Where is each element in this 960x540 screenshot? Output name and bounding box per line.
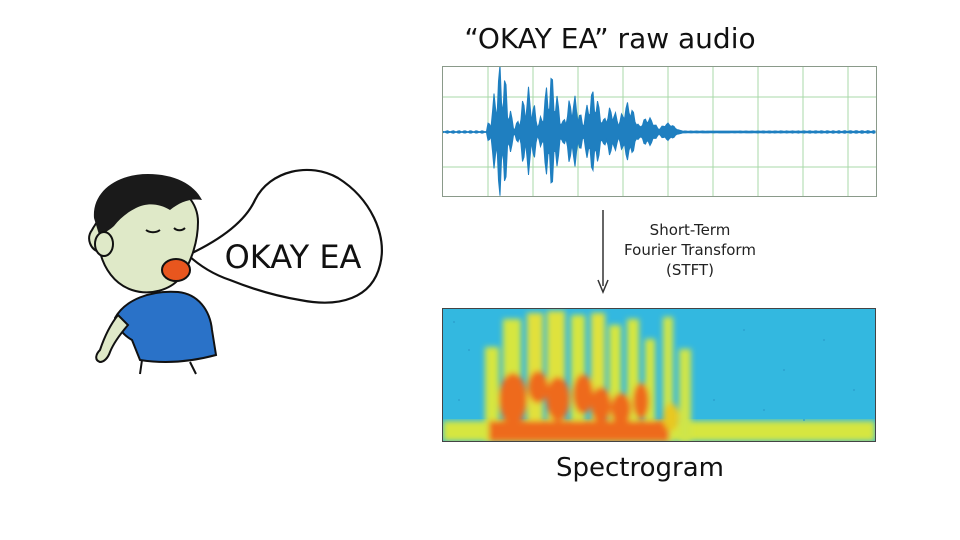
stft-line-2: Fourier Transform [624,241,756,259]
waveform-title: “OKAY EA” raw audio [464,22,756,55]
mouth [161,258,191,282]
legs [139,359,197,375]
stft-label: Short-Term Fourier Transform (STFT) [605,220,775,280]
spectrogram-title: Spectrogram [556,453,724,483]
spectrogram-noise [453,321,855,421]
waveform-signal [442,64,876,196]
ear [94,231,114,257]
speech-bubble [186,168,383,304]
stft-arrow [597,210,609,294]
hair [93,174,202,238]
eyes [145,227,186,234]
spectrogram-energy [485,311,691,441]
speaker-illustration [88,168,383,375]
waveform-plot [442,64,876,196]
spectrogram-panel [442,308,876,442]
left-arm [95,313,130,364]
stft-line-1: Short-Term [649,221,731,239]
stft-line-3: (STFT) [666,261,714,279]
speech-bubble-text: OKAY EA [224,238,362,276]
shirt [113,290,218,364]
spectrogram-image [443,309,875,441]
waveform-panel [442,64,877,197]
